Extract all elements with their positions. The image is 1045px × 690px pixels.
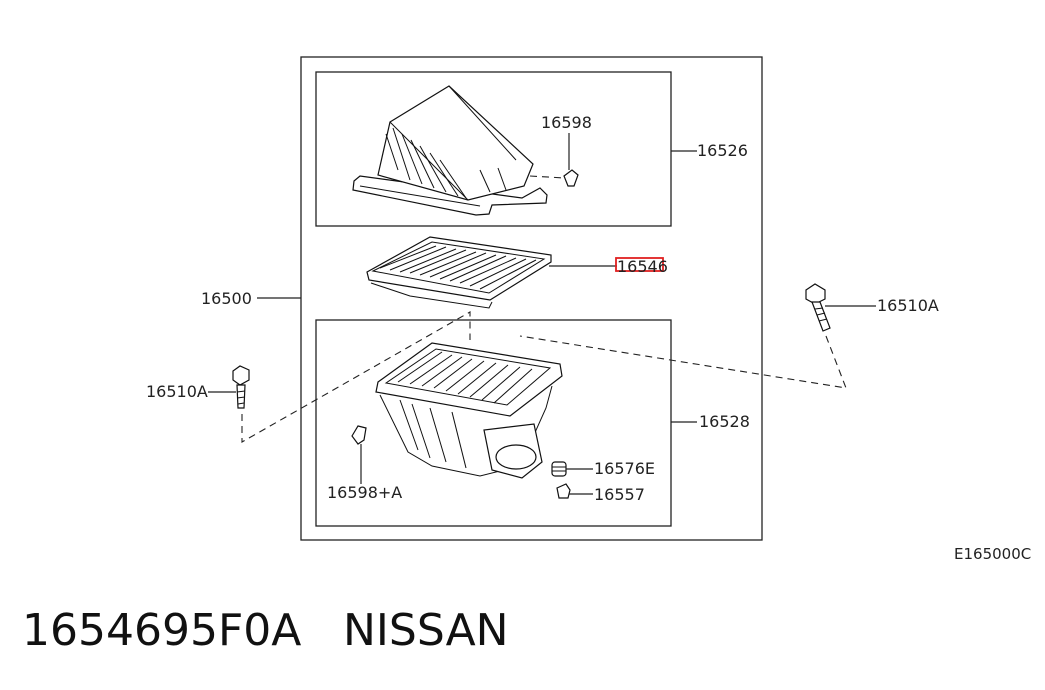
air-filter-element — [366, 236, 552, 309]
label-16546: 16546 — [617, 257, 668, 276]
air-cleaner-body — [375, 342, 563, 479]
air-cleaner-cover — [352, 85, 548, 216]
caption-part-number: 1654695F0A — [22, 605, 301, 656]
label-16526: 16526 — [697, 141, 748, 160]
label-16598: 16598 — [541, 113, 592, 132]
dash-left-bolt — [241, 311, 471, 443]
diagram-reference: E165000C — [954, 545, 1031, 563]
lower-body-box — [315, 319, 672, 527]
label-16598a: 16598+A — [327, 483, 402, 502]
label-16510a-left: 16510A — [146, 382, 208, 401]
clip-16598a — [351, 425, 367, 445]
clip-16557 — [556, 483, 571, 499]
label-16576e: 16576E — [594, 459, 655, 478]
label-16528: 16528 — [699, 412, 750, 431]
label-16510a-right: 16510A — [877, 296, 939, 315]
dash-right-bolt — [519, 335, 847, 389]
caption-brand: NISSAN — [343, 605, 509, 656]
label-16500: 16500 — [201, 289, 252, 308]
highlight-box-16546 — [615, 257, 664, 272]
grommet-16576e — [551, 461, 567, 477]
upper-cover-box — [315, 71, 672, 227]
bolt-left — [232, 365, 250, 409]
clip-16598-top — [563, 169, 579, 187]
label-16557: 16557 — [594, 485, 645, 504]
dash-clip-top — [529, 175, 566, 179]
bolt-right — [805, 283, 831, 332]
